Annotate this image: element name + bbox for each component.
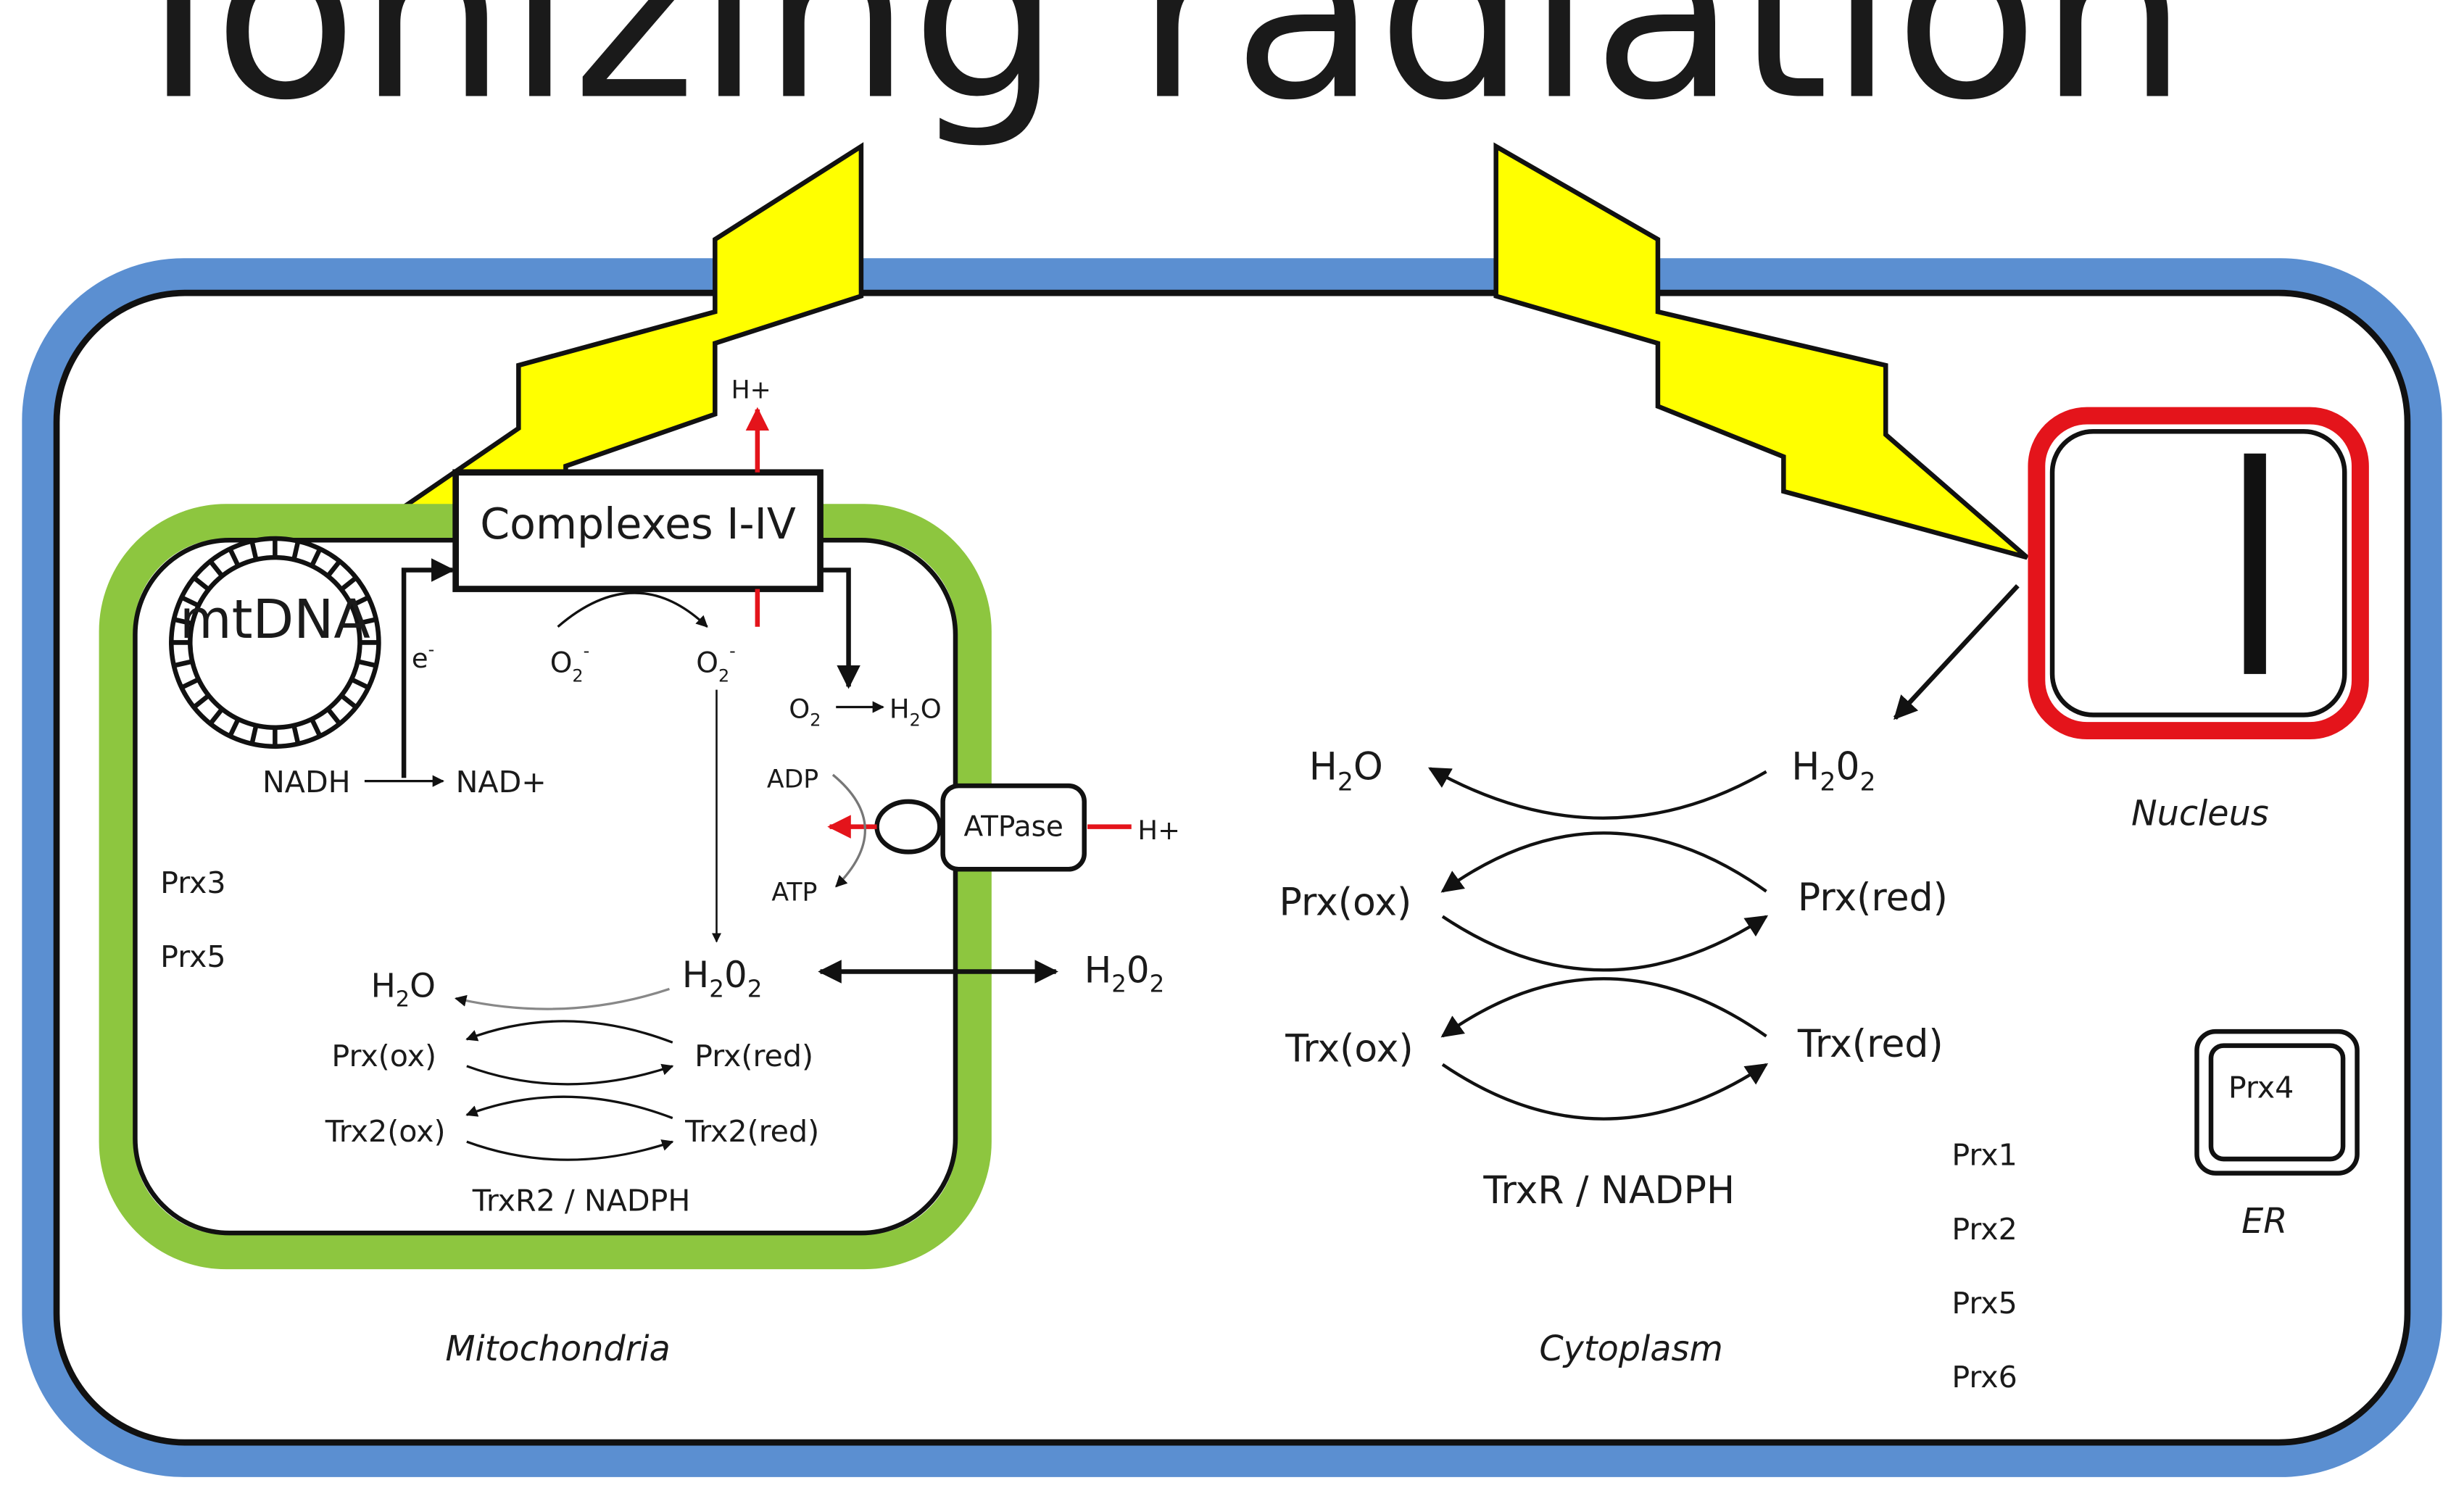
cyto-prx-red-label: Prx(red) xyxy=(1798,876,1948,920)
mito-prx-ox-label: Prx(ox) xyxy=(331,1039,436,1073)
mtdna-ring-tick xyxy=(339,694,358,710)
cyto-prx-oxidation-arrow xyxy=(1440,831,1767,893)
mito-trx-red-label: Trx2(red) xyxy=(684,1114,819,1149)
electron-path xyxy=(401,558,455,778)
mtdna-ring-tick xyxy=(325,560,342,578)
mtdna-ring-tick xyxy=(350,677,370,690)
mito-h2o-label: H2O xyxy=(371,966,436,1012)
nucleus-to-h2o2-arrow xyxy=(1893,584,2020,720)
mtdna-ring-tick xyxy=(173,617,193,626)
exported-h2o2-label: H202 xyxy=(1084,949,1165,998)
mtdna-ring-tick xyxy=(339,575,358,591)
cyto-prx-isoform: Prx1 xyxy=(1951,1138,2017,1173)
cyto-prx-isoform: Prx5 xyxy=(1951,1286,2017,1321)
lightning-bolt-right xyxy=(1493,142,2029,560)
cell-membrane-inner xyxy=(53,289,2411,1446)
cyto-trx-red-label: Trx(red) xyxy=(1797,1023,1944,1066)
superoxide-right: O2- xyxy=(696,641,735,686)
prx5-label: Prx5 xyxy=(160,939,225,974)
superoxide-arrow xyxy=(557,591,708,628)
mito-prx-red-label: Prx(red) xyxy=(694,1039,813,1073)
mito-prx-oxidation-arrow xyxy=(465,1020,673,1044)
mito-trx-ox-label: Trx2(ox) xyxy=(325,1114,446,1149)
mtdna-ring-tick xyxy=(350,595,370,608)
prx3-label: Prx3 xyxy=(160,865,225,900)
cyto-trx-oxidation-arrow xyxy=(1440,977,1767,1038)
cyto-h2o2-reduction-arrow xyxy=(1427,767,1767,820)
oxygen-label: O2 xyxy=(789,694,821,731)
cytoplasm-label: Cytoplasm xyxy=(1539,1329,1722,1369)
mito-trx-reduction-arrow xyxy=(466,1139,674,1161)
nad-label: NAD+ xyxy=(456,765,547,799)
complexes-label: Complexes I-IV xyxy=(480,499,796,549)
mtdna-ring-tick xyxy=(291,725,301,744)
complexes-box xyxy=(452,469,824,592)
er-prx4-label: Prx4 xyxy=(2228,1070,2294,1105)
mitochondria-label: Mitochondria xyxy=(445,1329,670,1369)
mtdna-ring-tick xyxy=(173,659,193,668)
mito-h2o2-label: H202 xyxy=(682,954,763,1002)
cyto-prx-reduction-arrow xyxy=(1441,915,1769,972)
adp-label: ADP xyxy=(767,765,818,794)
mtdna-ring-tick xyxy=(249,725,259,744)
mtdna-ring-tick xyxy=(181,595,200,608)
mtdna-ring-tick xyxy=(249,540,259,560)
mtdna-ring-tick xyxy=(192,694,210,710)
mito-reductase-label: TrxR2 / NADPH xyxy=(472,1184,691,1218)
cyto-h2o-label: H2O xyxy=(1309,745,1383,797)
nucleus-label: Nucleus xyxy=(2131,794,2269,834)
mtdna-ring-tick xyxy=(357,659,377,668)
mito-h2o2-reduction-arrow xyxy=(455,987,670,1010)
mtdna-label: mtDNA xyxy=(180,589,370,651)
atpase-label: ATPase xyxy=(963,811,1063,844)
electron-label: e- xyxy=(412,639,434,674)
mtdna-ring-tick xyxy=(228,718,241,738)
water-label: H2O xyxy=(889,694,942,731)
nuclear-dna-bar xyxy=(2244,453,2266,674)
cyto-prx-isoform: Prx6 xyxy=(1951,1360,2017,1395)
atpase-proton-label: H+ xyxy=(1137,815,1180,846)
mtdna-ring-tick xyxy=(310,718,323,738)
mito-trx-oxidation-arrow xyxy=(465,1095,673,1120)
atpase-rotor xyxy=(874,799,942,855)
proton-label-top: H+ xyxy=(731,376,771,405)
atp-label: ATP xyxy=(771,878,817,907)
superoxide-left: O2- xyxy=(550,641,589,686)
mtdna-ring-tick xyxy=(310,547,323,568)
mtdna-ring-tick xyxy=(208,560,224,578)
mtdna-icon xyxy=(169,536,381,749)
atpase-box xyxy=(940,783,1087,872)
mtdna-ring-tick xyxy=(228,547,241,568)
mtdna-ring-tick xyxy=(208,707,224,726)
nadh-label: NADH xyxy=(262,765,351,799)
mtdna-ring-tick xyxy=(181,677,200,690)
adp-atp-arrow xyxy=(831,773,866,888)
diagram-title: Ionizing radiation xyxy=(144,0,2189,152)
er-outer xyxy=(2194,1028,2360,1176)
complex-iv-path xyxy=(820,568,860,689)
cyto-h2o2-label: H202 xyxy=(1791,745,1875,797)
mtdna-ring-tick xyxy=(291,540,301,560)
cyto-prx-isoform: Prx2 xyxy=(1951,1212,2017,1247)
mtdna-ring-tick xyxy=(192,575,210,591)
cyto-prx-ox-label: Prx(ox) xyxy=(1279,881,1412,924)
nucleus-inner xyxy=(2049,429,2347,718)
er-label: ER xyxy=(2241,1202,2287,1242)
cyto-reductase-label: TrxR / NADPH xyxy=(1482,1169,1735,1213)
cyto-trx-reduction-arrow xyxy=(1441,1063,1769,1121)
mtdna-ring-tick xyxy=(325,707,342,726)
cyto-trx-ox-label: Trx(ox) xyxy=(1285,1027,1414,1071)
nucleus-envelope xyxy=(2028,407,2369,740)
mtdna-ring-tick xyxy=(357,617,377,626)
mito-prx-reduction-arrow xyxy=(466,1063,674,1086)
er-inner xyxy=(2208,1043,2346,1162)
